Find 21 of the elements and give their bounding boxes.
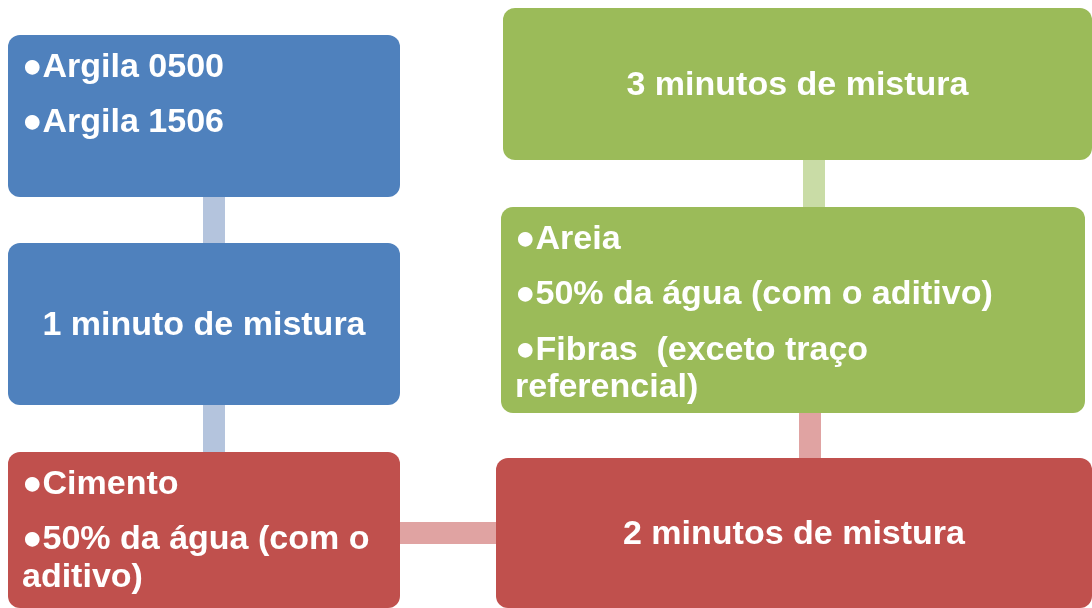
process-box xyxy=(8,35,400,197)
bullet-item: ●50% da água (com o aditivo) xyxy=(515,274,993,312)
process-box xyxy=(503,8,1092,160)
bullet-item: ●Cimento xyxy=(22,464,179,502)
box-label: 1 minuto de mistura xyxy=(42,305,366,343)
bullet-item: ●Areia xyxy=(515,219,621,257)
process-box xyxy=(8,452,400,608)
process-box xyxy=(501,207,1085,413)
connector-bar xyxy=(203,197,225,243)
connector-bar xyxy=(203,405,225,452)
bullet-item: ●Fibras (exceto traço referencial) xyxy=(515,329,870,405)
connector-bar xyxy=(400,522,496,544)
connector-bar xyxy=(799,413,821,458)
bullet-item: ●Argila 0500 xyxy=(22,47,224,85)
bullet-item: ●50% da água (com o aditivo) xyxy=(22,519,371,595)
connector-bar xyxy=(803,160,825,207)
process-box xyxy=(8,243,400,405)
box-label: 2 minutos de mistura xyxy=(623,514,965,552)
box-label: 3 minutos de mistura xyxy=(626,65,969,103)
process-box xyxy=(496,458,1092,608)
bullet-item: ●Argila 1506 xyxy=(22,102,224,140)
